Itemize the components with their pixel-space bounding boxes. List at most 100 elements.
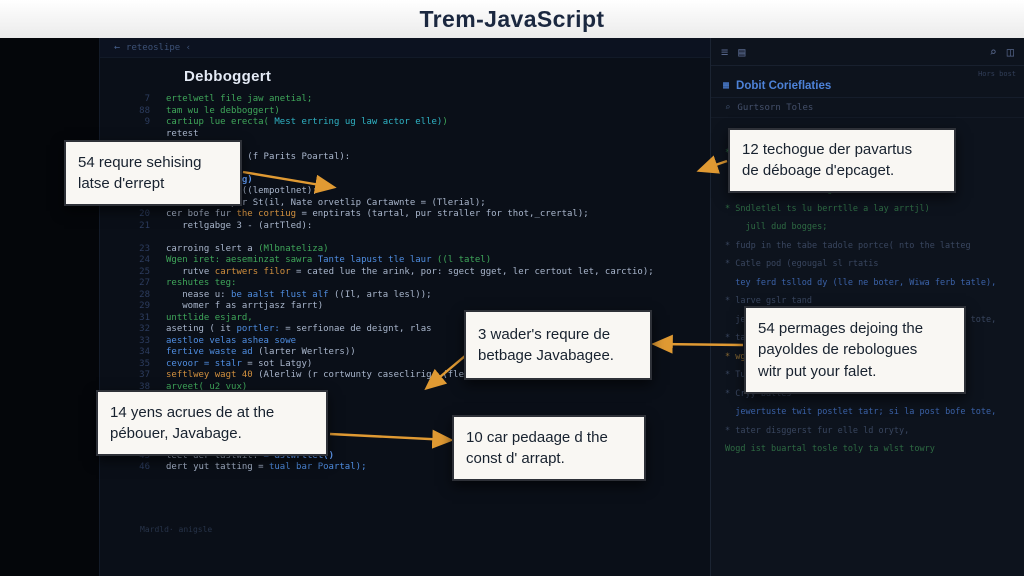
split-view-icon[interactable]: ◫ xyxy=(1006,44,1014,59)
callout-box: 3 wader's requre de betbage Javabagee. xyxy=(464,310,652,380)
code-text xyxy=(166,232,710,244)
code-text: aseting ( it portler: = serfionae de dei… xyxy=(166,324,432,334)
code-line: 23 carroing slert a (Mlbnateliza) xyxy=(100,244,710,256)
left-margin xyxy=(0,38,100,576)
line-number: 7 xyxy=(144,94,150,104)
panel-note-line: jewertuste twit postlet tatr; si la post… xyxy=(725,407,997,417)
code-text: retlgabge 3 - (artTled): xyxy=(166,220,313,231)
code-text: cartiup lue erecta( Mest ertring ug law … xyxy=(166,117,448,127)
panel-hint-label: Hors bost xyxy=(978,70,1016,78)
code-text: ilster tattsy ((lempotlnet); xyxy=(166,186,318,196)
code-text: ertelwetl file jaw anetial; xyxy=(166,94,313,104)
workspace: ← reteoslipe ‹ Debboggert 7 ertelwetl fil… xyxy=(0,38,1024,576)
panel-note-line: jull dud bogges; xyxy=(725,222,828,232)
callout-box: 14 yens acrues de at the pébouer, Javabag… xyxy=(96,390,328,456)
line-number: 20 xyxy=(139,209,150,219)
code-text: aosk veter Apor St(il, Nate orvetlip Car… xyxy=(166,197,486,208)
panel-toolbar: ≡ ▤ ⌕ ◫ xyxy=(711,38,1024,66)
code-text: rue batbollPaag) xyxy=(166,175,710,187)
code-text: carroing slert a (Mlbnateliza) xyxy=(166,243,329,254)
line-number: 46 xyxy=(139,462,150,472)
code-text: tam wu le debboggert) xyxy=(166,105,280,116)
back-arrow-icon[interactable]: ← xyxy=(114,42,121,53)
callout-text: latse d'errept xyxy=(78,175,165,192)
line-number: 9 xyxy=(144,117,150,127)
code-text: entzi0art) xyxy=(166,140,710,152)
code-line: 9 cartiup lue erecta( Mest ertring ug law… xyxy=(100,117,710,129)
line-number: 21 xyxy=(139,220,150,231)
code-line: 21 retlgabge 3 - (artTled): xyxy=(100,221,710,233)
code-line: 20 cer bofe fur the cortiug = enptirats (… xyxy=(100,209,710,221)
line-number: 88 xyxy=(139,105,150,116)
code-text: womer f as arrtjasz farrt) xyxy=(166,301,324,311)
code-line: 7 ertelwetl file jaw anetial; xyxy=(100,94,710,106)
code-text: rutve cartwers filor = cated lue the ari… xyxy=(166,266,654,277)
panel-note-line: Wogd ist buartal tosle toly ta wlst towr… xyxy=(725,444,935,454)
editor-heading: Debboggert xyxy=(184,68,272,85)
search-icon[interactable]: ⌕ xyxy=(989,44,997,59)
line-number: 32 xyxy=(139,324,150,334)
line-number xyxy=(100,232,166,244)
code-text: fertive waste ad (larter Werlters)) xyxy=(166,347,356,357)
code-line: 88 tam wu le debboggert) xyxy=(100,106,710,118)
callout-text: witr put your falet. xyxy=(758,362,877,380)
code-text: arveet( u2 vux) xyxy=(166,381,248,392)
line-number: 23 xyxy=(139,243,150,254)
page-title: Trem-JavaScript xyxy=(419,5,605,32)
code-text: aestloe velas ashea sowe xyxy=(166,335,297,346)
panel-note-line: * Catle pod (egougal sl rtatis xyxy=(725,259,879,269)
menu-icon[interactable]: ≡ xyxy=(721,44,729,59)
code-text: retest xyxy=(166,128,199,139)
callout-text: de déboage d'epcaget. xyxy=(742,162,895,180)
callout-text: 54 requre sehising xyxy=(78,153,202,171)
callout-text: betbage Javabagee. xyxy=(478,347,614,364)
panel-title-row[interactable]: ▦ Dobit Corieflaties xyxy=(711,74,1024,98)
panel-note-line: * tater disggerst fur elle ld oryty, xyxy=(725,425,910,436)
title-bar: Trem-JavaScript xyxy=(0,0,1024,38)
line-number: 28 xyxy=(139,289,150,300)
line-number xyxy=(100,129,166,141)
panel-note-line: * larve gslr tand xyxy=(725,296,812,306)
panel-note-line: tey ferd tsllod dy (lle ne boter, Wiwa f… xyxy=(725,277,997,288)
panel-note-line: * fudp in the tabe tadole portce( nto th… xyxy=(725,240,971,251)
callout-text: 14 yens acrues de at the xyxy=(110,403,275,421)
callout-box: 54 requre sehising latse d'errept xyxy=(64,140,242,206)
filter-icon: ⌕ xyxy=(725,102,731,113)
line-number: 29 xyxy=(139,301,150,311)
code-text: cer bofe fur the cortiug = enptirats (ta… xyxy=(166,209,589,219)
code-line: 29 womer f as arrtjasz farrt) xyxy=(100,301,710,313)
editor-tab-bar: ← reteoslipe ‹ xyxy=(100,38,710,58)
callout-text: 10 car pedaage d the xyxy=(466,428,608,446)
code-text: cevoor = stalr = sot Latgy) xyxy=(166,358,313,369)
line-number: 31 xyxy=(139,312,150,323)
code-line: 32 aseting ( it portler: = serfionae de d… xyxy=(100,324,710,336)
code-editor: ← reteoslipe ‹ Debboggert 7 ertelwetl fil… xyxy=(100,38,710,576)
panel-subtitle-row[interactable]: ⌕ Gurtsorn Toles xyxy=(711,98,1024,118)
panel-subtitle: Gurtsorn Toles xyxy=(737,102,814,113)
callout-text: 3 wader's requre de xyxy=(478,325,611,343)
line-number: 25 xyxy=(139,266,150,277)
code-line: 38 arveet( u2 vux) xyxy=(100,382,710,394)
code-text: reshutes teg: xyxy=(166,278,237,288)
code-line xyxy=(100,232,710,244)
layout-icon[interactable]: ▤ xyxy=(738,44,746,59)
code-line: 28 nease u: be aalst flust alf ((Il, art… xyxy=(100,290,710,302)
callout-text: pébouer, Javabage. xyxy=(110,425,242,442)
line-number: 38 xyxy=(139,381,150,392)
editor-footer-label: Mardld· anigsle xyxy=(140,525,213,534)
code-area[interactable]: 7 ertelwetl file jaw anetial; 88 tam wu le … xyxy=(100,94,710,474)
callout-box: 10 car pedaage d the const d' arrapt. xyxy=(452,415,646,481)
line-number: 24 xyxy=(139,255,150,265)
code-line: 25 rutve cartwers filor = cated lue the … xyxy=(100,267,710,279)
callout-text: const d' arrapt. xyxy=(466,450,565,467)
code-text: aset, derlier. (f Parits Poartal): xyxy=(166,151,351,162)
editor-tab[interactable]: reteoslipe ‹ xyxy=(126,42,192,53)
grid-icon: ▦ xyxy=(723,80,730,91)
